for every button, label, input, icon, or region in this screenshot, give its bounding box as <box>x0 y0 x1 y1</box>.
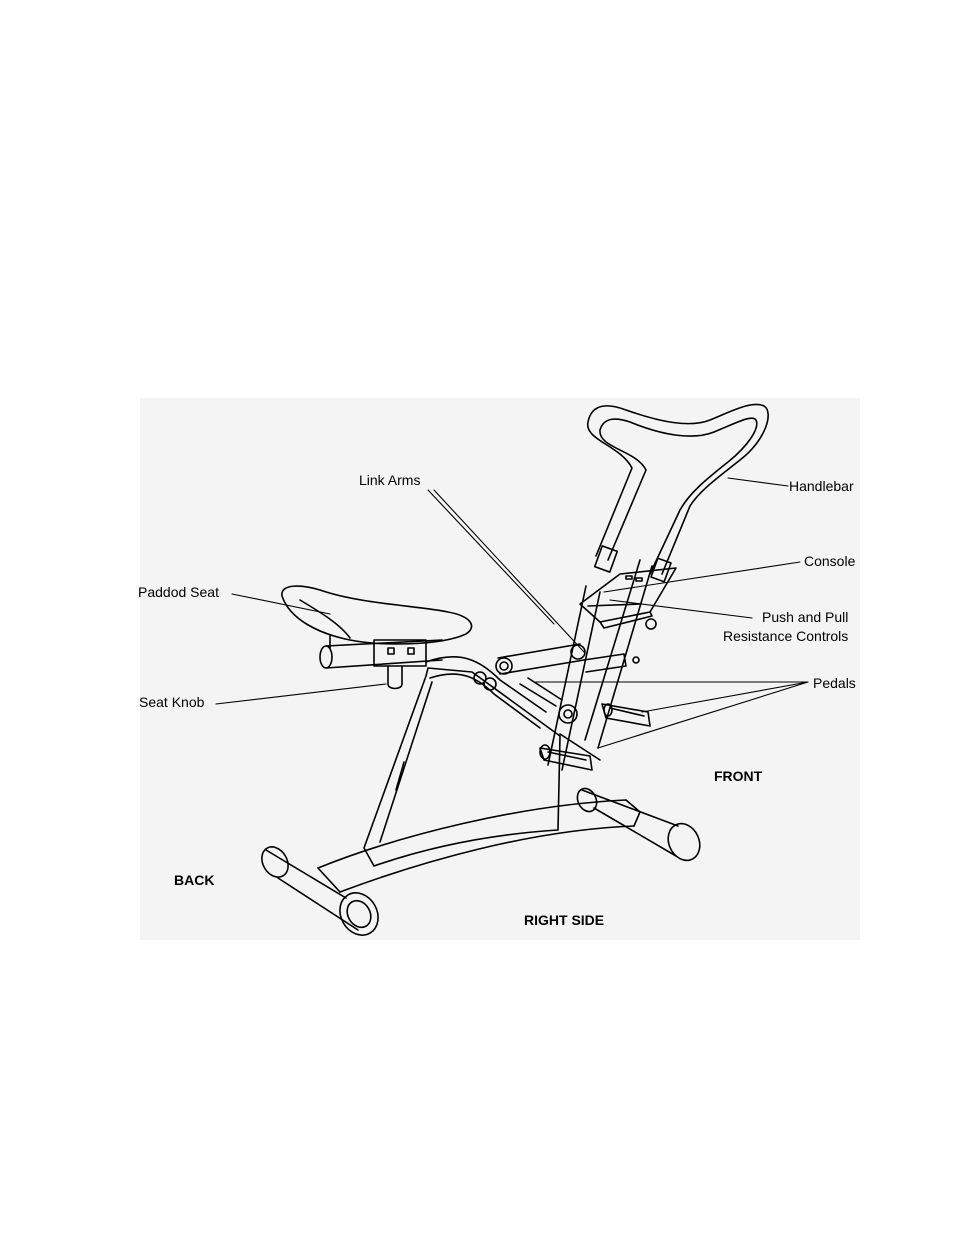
label-pedals: Pedals <box>813 675 856 691</box>
label-padded-seat: Paddod Seat <box>138 584 219 600</box>
label-push-pull-line1: Push and Pull <box>762 609 848 625</box>
label-right-side: RIGHT SIDE <box>524 912 604 928</box>
base-frame <box>318 800 640 892</box>
seat-post <box>320 640 546 728</box>
padded-seat <box>282 586 472 648</box>
label-back: BACK <box>174 872 214 888</box>
label-handlebar: Handlebar <box>789 478 854 494</box>
label-push-pull-line2: Resistance Controls <box>723 628 848 644</box>
link-arms <box>474 644 626 723</box>
flywheel-shroud <box>364 668 560 866</box>
rear-stabilizer <box>257 842 386 942</box>
front-stabilizer <box>574 785 706 865</box>
pedal-left <box>602 704 650 726</box>
handlebar <box>588 404 768 581</box>
label-link-arms: Link Arms <box>359 472 420 488</box>
label-front: FRONT <box>714 768 762 784</box>
main-frame <box>548 560 652 770</box>
label-seat-knob: Seat Knob <box>139 694 204 710</box>
label-console: Console <box>804 553 855 569</box>
